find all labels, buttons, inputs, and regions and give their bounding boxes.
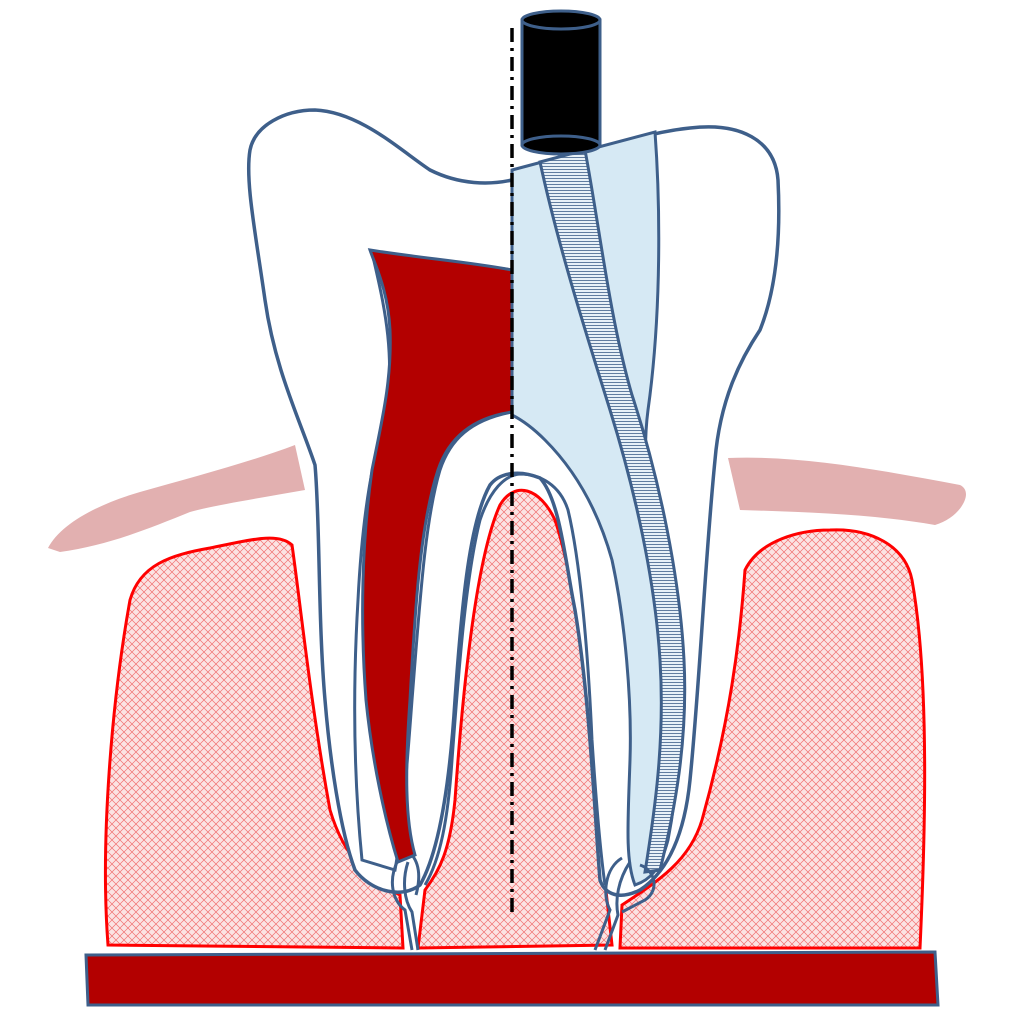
bone-left xyxy=(103,536,405,950)
pulp-chamber xyxy=(361,248,514,865)
file-instrument xyxy=(538,148,687,874)
periodontal-line-middle xyxy=(423,472,607,886)
apex-left-vessels xyxy=(390,854,421,951)
apex-right-vessels xyxy=(593,856,656,951)
cylinder-icon xyxy=(520,9,602,156)
base-bar xyxy=(84,950,940,1007)
gum-right xyxy=(728,457,966,525)
bone-right xyxy=(618,528,927,950)
gum-left xyxy=(48,445,305,552)
